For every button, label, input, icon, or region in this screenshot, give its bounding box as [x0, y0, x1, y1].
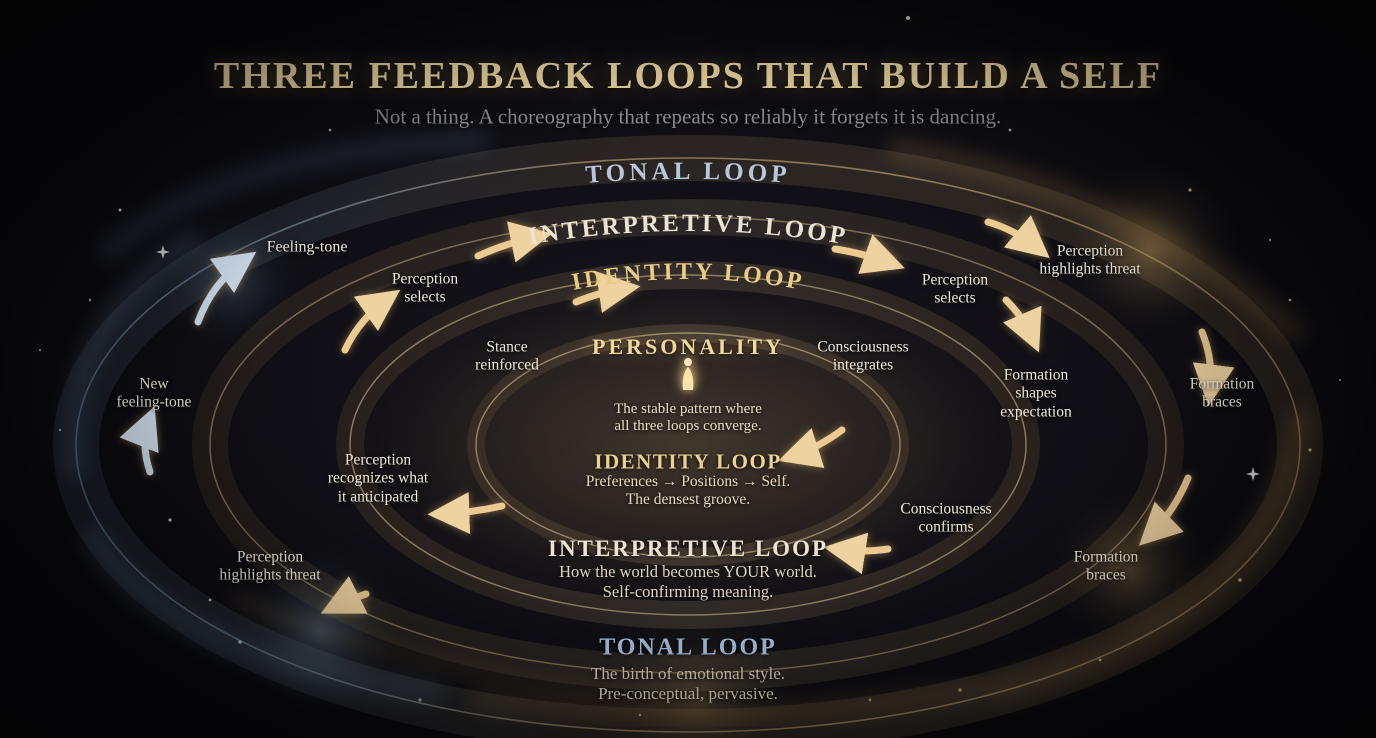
- arrow-icon: [194, 251, 257, 326]
- ring-personality: [467, 324, 909, 566]
- identity-loop-bottom-text: Preferences → Positions → Self. The dens…: [585, 473, 791, 508]
- sparkles: [38, 16, 1342, 717]
- tonal-loop-bottom-text: The birth of emotional style. Pre-concep…: [590, 664, 786, 703]
- arrow-icon: [1002, 296, 1042, 353]
- arrow-icon: [984, 215, 1050, 259]
- tonal-loop-top-text: TONAL LOOP: [585, 158, 788, 189]
- label-perception-recognizes: Perception recognizes what it anticipate…: [327, 451, 429, 506]
- label-new-feeling-tone: New feeling-tone: [116, 375, 192, 411]
- tonal-loop-top-label: TONAL LOOP: [585, 158, 792, 189]
- personality-title: PERSONALITY: [592, 334, 784, 359]
- loop-rings: [53, 135, 1323, 738]
- arrow-icon: [778, 426, 846, 468]
- identity-loop-bottom-title: IDENTITY LOOP: [594, 449, 782, 474]
- ring-interpretive: [192, 199, 1184, 691]
- label-feeling-tone: Feeling-tone: [266, 238, 348, 256]
- arrow-icon: [119, 406, 159, 476]
- star-sparkle-icon: [156, 245, 170, 259]
- center-figure: [566, 348, 806, 400]
- label-perception-highlights-threat-right: Perception highlights threat: [1039, 242, 1141, 278]
- interpretive-loop-bottom-title: INTERPRETIVE LOOP: [547, 536, 829, 561]
- arrow-icon: [427, 492, 506, 535]
- star-sparkle-icon: [1246, 467, 1260, 481]
- label-perception-highlights-threat-left: Perception highlights threat: [219, 548, 321, 584]
- label-consciousness-integrates: Consciousness integrates: [817, 338, 909, 374]
- arrow-icon: [320, 576, 370, 614]
- person-icon: [682, 358, 694, 390]
- label-formation-braces-right: Formation braces: [1189, 375, 1255, 411]
- ring-identity: [336, 261, 1040, 629]
- label-perception-selects-left: Perception selects: [391, 270, 459, 306]
- label-stance-reinforced: Stance reinforced: [475, 338, 539, 374]
- label-perception-selects-right: Perception selects: [921, 271, 989, 307]
- ring-tonal: [53, 135, 1323, 738]
- label-consciousness-confirms: Consciousness confirms: [900, 500, 992, 536]
- arrow-icon: [474, 221, 553, 263]
- page-title: THREE FEEDBACK LOOPS THAT BUILD A SELF: [213, 55, 1163, 97]
- flow-arrows: [119, 215, 1235, 614]
- label-formation-shapes-expectation: Formation shapes expectation: [1000, 366, 1072, 421]
- arrow-icon: [831, 234, 905, 274]
- page-subtitle: Not a thing. A choreography that repeats…: [374, 104, 1002, 129]
- tonal-loop-bottom-title: TONAL LOOP: [599, 634, 777, 661]
- personality-description: The stable pattern where all three loops…: [614, 401, 762, 434]
- interpretive-loop-bottom-text: How the world becomes YOUR world. Self-c…: [559, 562, 817, 601]
- arrow-icon: [1192, 328, 1235, 407]
- arrow-icon: [572, 271, 641, 313]
- label-formation-braces-bottom: Formation braces: [1073, 548, 1139, 584]
- arrow-icon: [823, 532, 892, 575]
- arrow-icon: [341, 289, 401, 354]
- arrow-icon: [1138, 474, 1192, 546]
